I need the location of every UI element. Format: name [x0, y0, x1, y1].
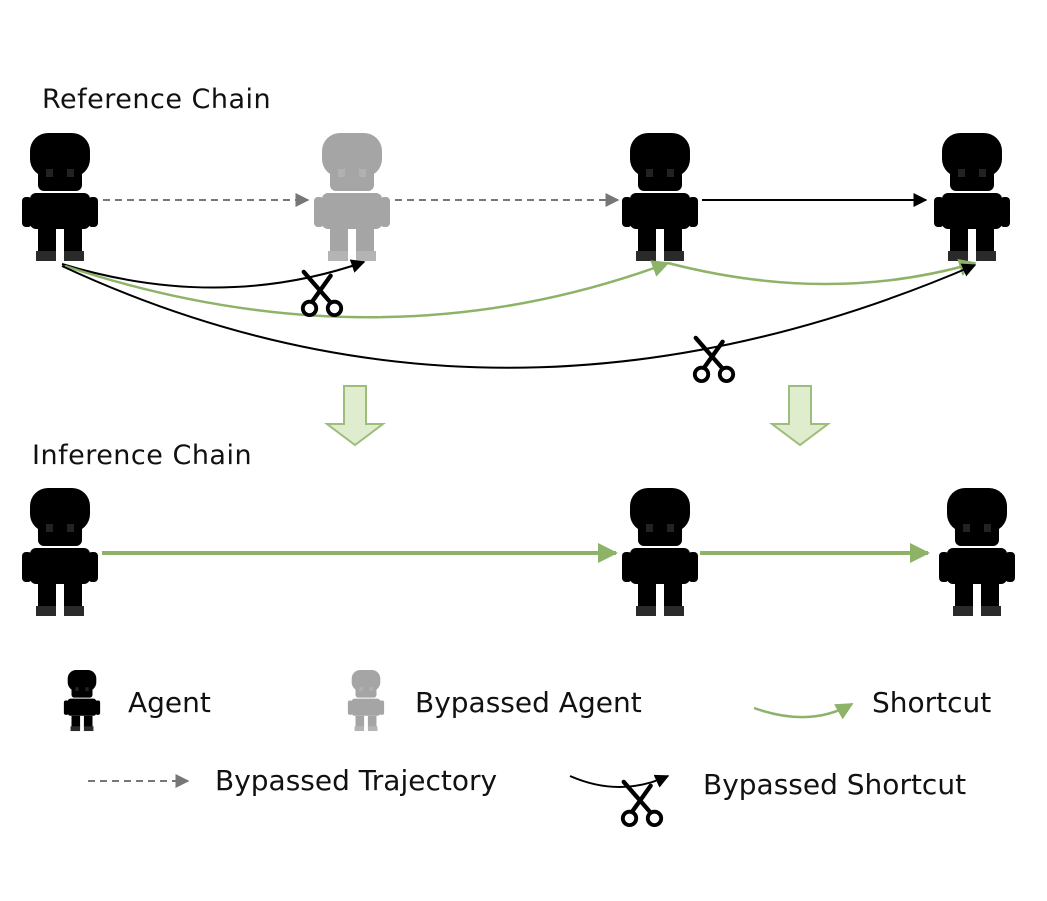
scissors-icon: [303, 272, 341, 315]
shortcut-1-3: [64, 260, 670, 319]
ref-agent-3-icon: [622, 133, 698, 261]
inf-agent-2-icon: [622, 488, 698, 616]
inference-chain-title: Inference Chain: [32, 440, 253, 471]
legend-shortcut-label: Shortcut: [872, 686, 992, 719]
down-arrow-right: [769, 385, 831, 447]
reference-chain-title: Reference Chain: [42, 84, 272, 115]
ref-bypassed-agent-icon: [314, 133, 390, 261]
bypassed-shortcut-1-2: [61, 259, 366, 289]
scissors-icon: [623, 782, 661, 825]
ref-agent-4-icon: [934, 133, 1010, 261]
legend-agent-icon: [63, 670, 101, 732]
bypassed-shortcut-1-4: [61, 263, 977, 369]
legend-bypassed-shortcut-line: [569, 774, 670, 788]
inf-agent-3-icon: [939, 488, 1015, 616]
down-arrow-left: [324, 385, 386, 447]
legend-bypassed-agent-icon: [347, 670, 385, 732]
inf-agent-1-icon: [22, 488, 98, 616]
legend-bypassed-agent-label: Bypassed Agent: [415, 686, 642, 719]
ref-agent-1-icon: [22, 133, 98, 261]
legend-agent-label: Agent: [128, 686, 211, 719]
shortcut-3-4: [667, 258, 977, 286]
legend-bypassed-shortcut-label: Bypassed Shortcut: [703, 768, 967, 801]
legend-bypassed-trajectory-label: Bypassed Trajectory: [215, 764, 498, 797]
legend-shortcut-line: [753, 702, 854, 720]
